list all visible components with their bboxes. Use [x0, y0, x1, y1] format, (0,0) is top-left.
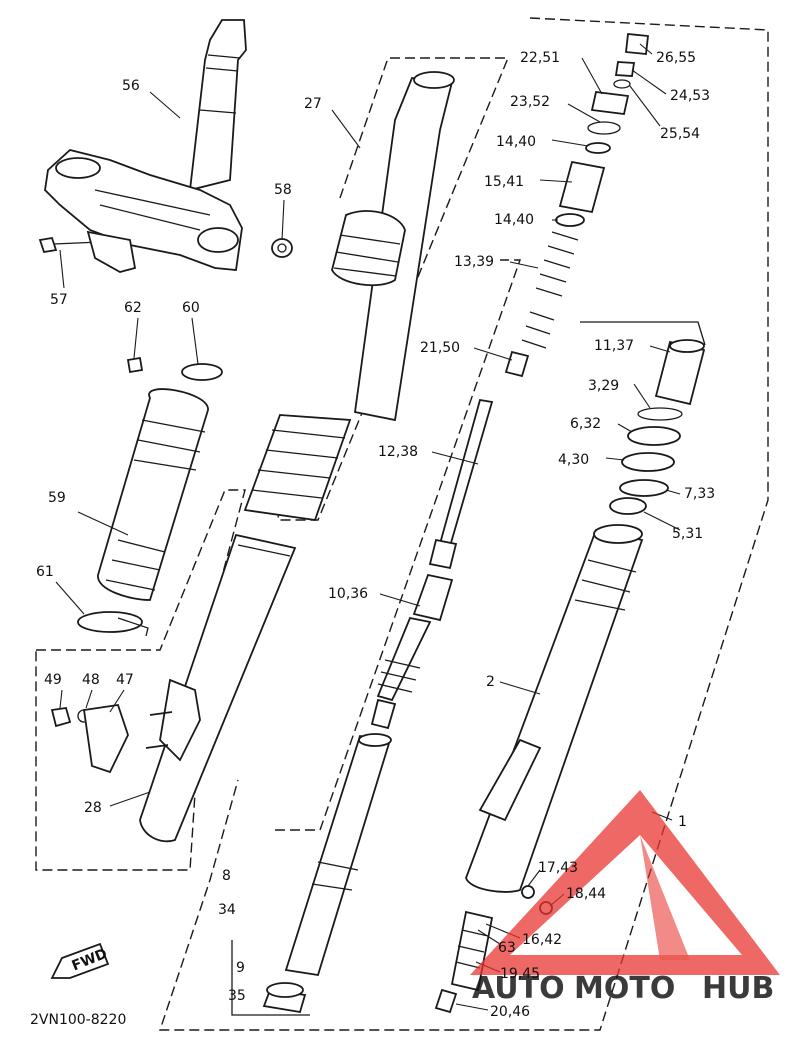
callout-1: 1: [678, 814, 687, 830]
callout-28: 28: [84, 800, 102, 816]
callout-16-42: 16,42: [522, 932, 562, 948]
callout-5-31: 5,31: [672, 526, 703, 542]
callout-10-36: 10,36: [328, 586, 368, 602]
watermark-auto: AUTO: [472, 971, 565, 1006]
callout-17-43: 17,43: [538, 860, 578, 876]
callout-4-30: 4,30: [558, 452, 589, 468]
callout-27: 27: [304, 96, 322, 112]
spring-stack: [504, 33, 649, 378]
diagram-code: 2VN100-8220: [30, 1012, 126, 1028]
frame-group-8: [275, 259, 521, 831]
callout-34: 34: [218, 902, 236, 918]
watermark-logo: AUTO MOTO HUB: [470, 790, 780, 1006]
callout-19-45: 19,45: [500, 966, 540, 982]
callout-62: 62: [124, 300, 142, 316]
steering-stem-assembly: [38, 19, 293, 273]
frame-group-1: [159, 17, 769, 1031]
fwd-arrow-icon: FWD: [50, 942, 110, 979]
callout-6-32: 6,32: [570, 416, 601, 432]
callout-22-51: 22,51: [520, 50, 560, 66]
callout-14-40-upper: 14,40: [496, 134, 536, 150]
dust-boot-assembly: [77, 356, 223, 637]
bracket-8-34: [231, 940, 310, 1016]
watermark-triangle-icon: [470, 790, 780, 975]
callout-57: 57: [50, 292, 68, 308]
inner-tube-assembly: [262, 398, 494, 1014]
callout-23-52: 23,52: [510, 94, 550, 110]
callout-12-38: 12,38: [378, 444, 418, 460]
right-fork-leg: [434, 339, 706, 1014]
callout-59: 59: [48, 490, 66, 506]
callout-18-44: 18,44: [566, 886, 606, 902]
callout-13-39: 13,39: [454, 254, 494, 270]
callout-60: 60: [182, 300, 200, 316]
bracket-47-49: [50, 703, 129, 774]
callout-14-40-lower: 14,40: [494, 212, 534, 228]
callout-20-46: 20,46: [490, 1004, 530, 1020]
callout-11-37: 11,37: [594, 338, 634, 354]
callout-9: 9: [236, 960, 245, 976]
frame-group-11: [580, 321, 706, 346]
watermark-moto: MOTO: [574, 971, 675, 1006]
callout-7-33: 7,33: [684, 486, 715, 502]
callout-21-50: 21,50: [420, 340, 460, 356]
callout-35: 35: [228, 988, 246, 1004]
callout-48: 48: [82, 672, 100, 688]
callout-3-29: 3,29: [588, 378, 619, 394]
outer-tube-assembly: [139, 71, 455, 843]
watermark-hub: HUB: [702, 971, 774, 1006]
callout-8: 8: [222, 868, 231, 884]
callout-2: 2: [486, 674, 495, 690]
callout-24-53: 24,53: [670, 88, 710, 104]
callout-61: 61: [36, 564, 54, 580]
callout-56: 56: [122, 78, 140, 94]
callout-49: 49: [44, 672, 62, 688]
callout-labels: 56 57 58 27 62 60 59 61 49 48 47 28 8 34…: [30, 50, 715, 1028]
callout-25-54: 25,54: [660, 126, 700, 142]
callout-47: 47: [116, 672, 134, 688]
callout-15-41: 15,41: [484, 174, 524, 190]
callout-63: 63: [498, 940, 516, 956]
callout-58: 58: [274, 182, 292, 198]
callout-26-55: 26,55: [656, 50, 696, 66]
